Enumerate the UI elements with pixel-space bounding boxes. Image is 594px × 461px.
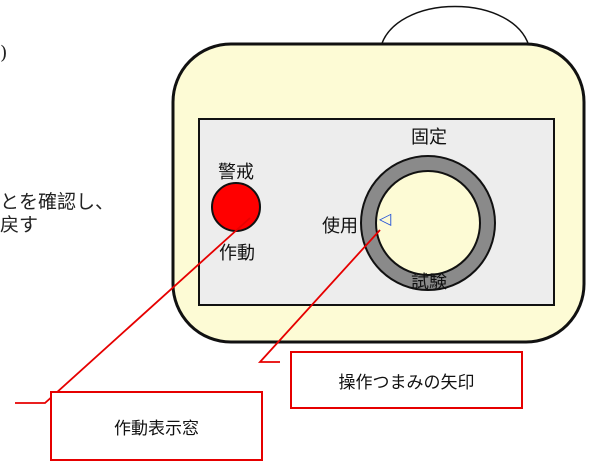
indicator-lamp — [211, 182, 261, 232]
label-fixed: 固定 — [411, 127, 447, 148]
knob-arrow-icon: ◁ — [378, 209, 392, 228]
device-handle — [379, 5, 531, 51]
label-activated: 作動 — [219, 243, 255, 264]
doc-text-fragment-3: 戻す — [0, 214, 39, 236]
callout-knob-arrow: 操作つまみの矢印 — [290, 351, 523, 409]
label-use: 使用 — [322, 216, 358, 237]
doc-text-fragment-2: とを確認し、 — [0, 191, 115, 213]
leader-line-knob-arrow — [257, 229, 381, 363]
doc-text-fragment-1: ) — [0, 42, 8, 64]
leader-line-indicator — [15, 217, 251, 404]
callout-indicator-window: 作動表示窓 — [50, 391, 263, 461]
knob-face[interactable] — [375, 170, 481, 276]
label-alert: 警戒 — [218, 162, 254, 183]
label-test: 試験 — [411, 272, 447, 293]
